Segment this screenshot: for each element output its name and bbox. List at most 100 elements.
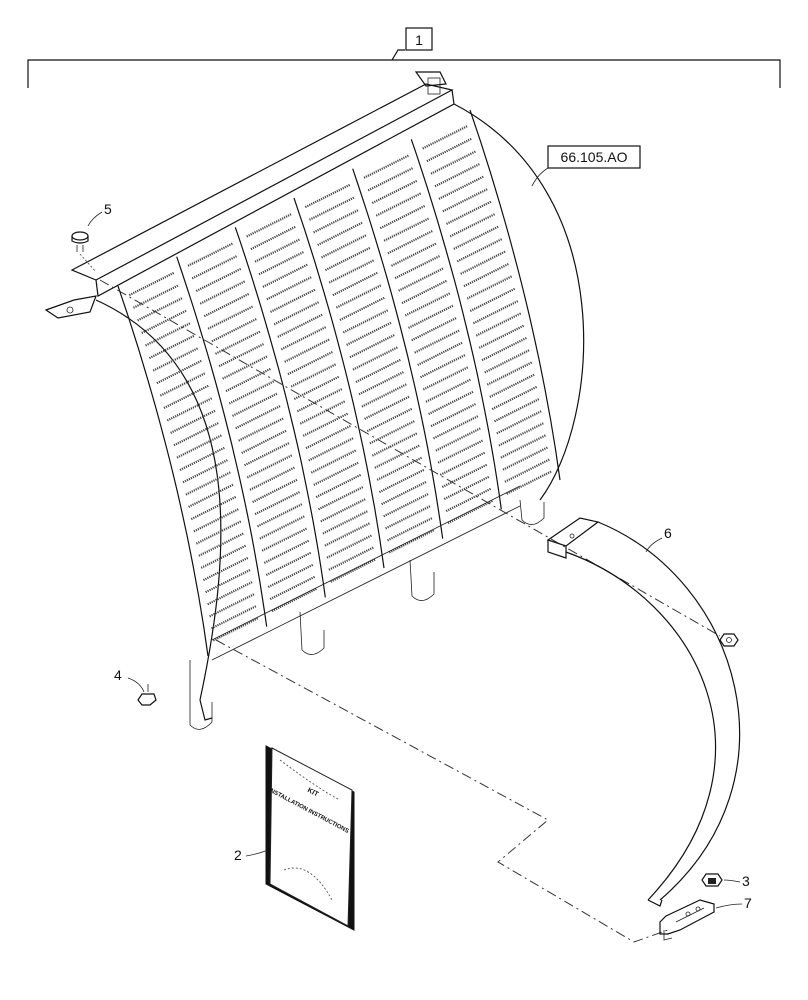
alignment-lines (99, 279, 721, 943)
grate-slat (222, 355, 268, 380)
reference-box (547, 145, 641, 169)
grate-slat (466, 275, 513, 300)
grate-slat (148, 334, 195, 360)
grate-slat (193, 508, 239, 533)
grate-slat (394, 255, 441, 280)
grate-slat (335, 284, 382, 309)
grate-slat (322, 510, 368, 535)
grate-slat (273, 301, 320, 326)
grate-slat (179, 446, 226, 471)
grate-slat (257, 503, 303, 528)
bolt-bottom: 4 (114, 667, 157, 706)
grate-slat (414, 329, 460, 354)
grate-slat (299, 400, 346, 425)
grate-slat (376, 456, 423, 481)
grate-slat (411, 317, 457, 342)
grate-slat (378, 468, 425, 494)
grate-slat (486, 361, 533, 386)
grate-slat (383, 217, 430, 242)
grate-slat (445, 487, 492, 513)
grate-slat (496, 410, 542, 435)
grate-slat (417, 341, 463, 366)
grate-slat (456, 238, 503, 263)
grate-slat (152, 347, 199, 372)
grate-slat (304, 183, 351, 209)
reference-label: 66.105.AO (561, 149, 628, 165)
grate-slat (320, 498, 366, 523)
grate-slat (374, 444, 420, 469)
grate-slat (324, 522, 371, 547)
grate-slat (441, 463, 488, 488)
grate-slat (408, 304, 454, 329)
callout-box-1 (405, 27, 433, 51)
grate-slat (361, 383, 407, 408)
grate-slat (349, 334, 395, 359)
grate-slat (381, 480, 427, 506)
concave-grate-assembly (44, 71, 585, 730)
grate-slat (309, 196, 355, 221)
grate-slat (498, 422, 544, 447)
grate-slat (244, 442, 290, 467)
grate-slat (290, 363, 337, 388)
grate-slat (355, 358, 402, 383)
grate-slat (339, 296, 385, 321)
grate-slat (330, 558, 376, 583)
grate-slat (364, 395, 410, 420)
grate-slat (326, 534, 373, 559)
grate-slat (442, 188, 488, 213)
grate-slat (263, 539, 310, 564)
grate-slat (246, 454, 293, 479)
grate-ribs (117, 109, 561, 657)
grate-slat (313, 209, 359, 234)
grate-slat (199, 280, 246, 305)
grate-slat (190, 495, 237, 521)
grate-slat (449, 213, 496, 238)
callout-7: 7 (744, 895, 752, 911)
grate-slat (310, 449, 357, 474)
grate-slat (267, 563, 314, 588)
grate-slat (481, 336, 528, 362)
grate-slat (211, 605, 257, 630)
grate-slat (443, 475, 490, 500)
grate-slat (212, 617, 259, 642)
grate-slat (439, 451, 486, 476)
grate-slat (254, 238, 301, 263)
grate-slat (388, 529, 435, 554)
grate-slat (371, 179, 418, 204)
nut-lower: 3 (701, 873, 750, 889)
grate-slat (225, 367, 272, 393)
assembly-bracket: 1 (27, 27, 781, 88)
grate-slat (173, 422, 219, 447)
grate-slat (211, 318, 257, 343)
grate-slat (332, 271, 378, 297)
grate-slat (280, 326, 327, 351)
grate-slat (504, 458, 550, 483)
grate-slat (375, 192, 422, 217)
grate-slat (128, 271, 175, 297)
grate-slat (387, 230, 433, 255)
grate-slat (145, 322, 191, 347)
manual-title-line-1: KIT (306, 787, 320, 799)
grate-slat (352, 346, 399, 371)
grate-slat (426, 137, 472, 163)
grate-slat (185, 471, 231, 496)
callout-6: 6 (664, 525, 672, 541)
grate-slat (195, 267, 242, 292)
grate-slat (265, 551, 312, 576)
grate-slat (249, 466, 296, 491)
curved-strip: 6 (546, 517, 740, 907)
grate-slat (324, 246, 371, 272)
grate-slat (207, 581, 253, 606)
grate-slat (308, 437, 354, 462)
grate-slat (313, 461, 359, 486)
grate-slat (342, 309, 389, 334)
grate-slat (434, 163, 481, 188)
grate-slat (215, 330, 261, 355)
grate-slat (235, 405, 281, 430)
grate-slat (422, 366, 469, 391)
grate-slat (367, 167, 414, 192)
grate-slat (270, 288, 316, 313)
grate-slat (277, 313, 323, 338)
